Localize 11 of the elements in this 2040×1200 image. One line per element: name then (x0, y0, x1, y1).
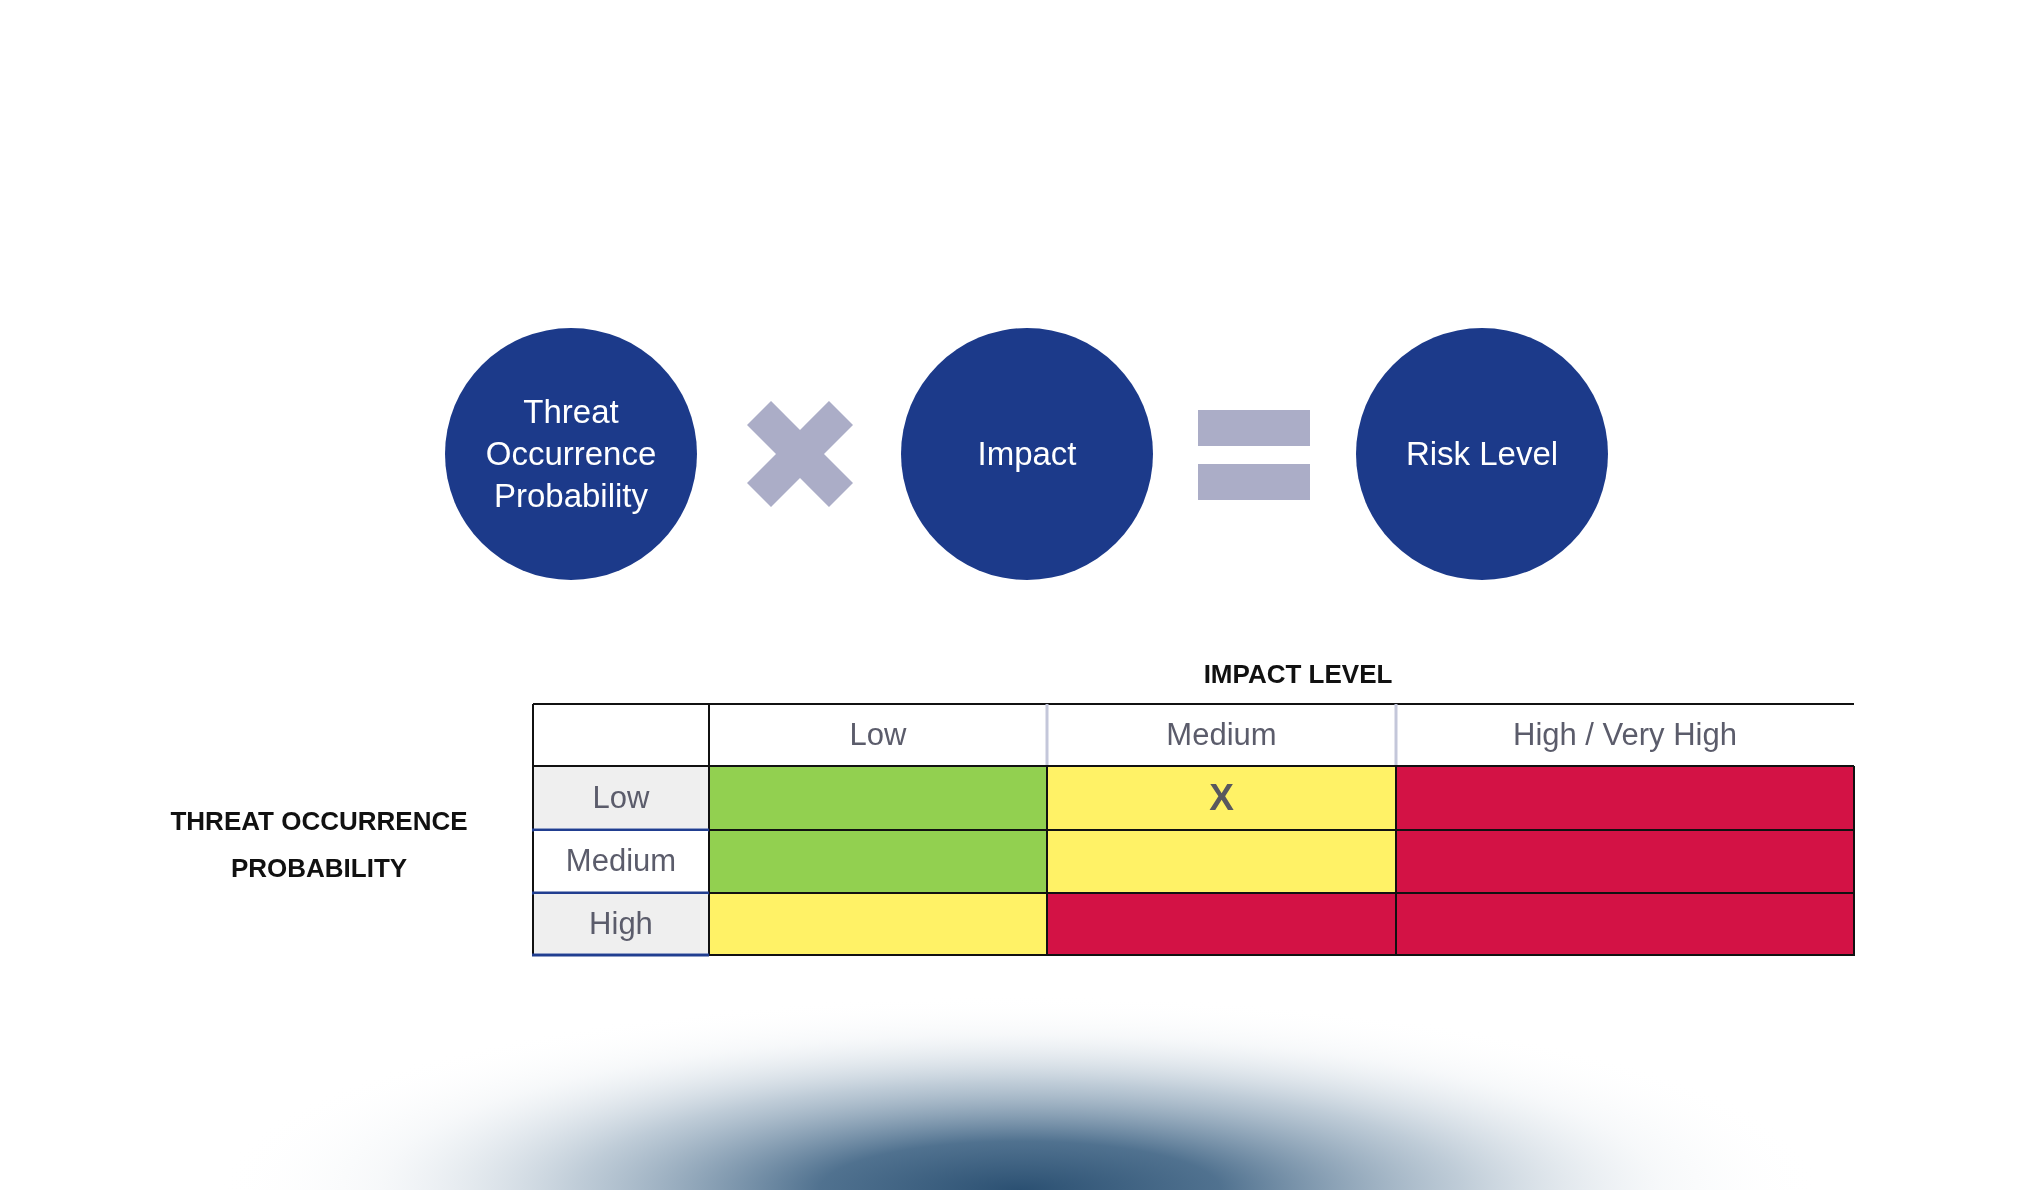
column-header: High / Very High (1513, 716, 1737, 754)
axis-heading: IMPACT LEVEL (1203, 657, 1393, 691)
node-label: Threat Occurrence Probability (485, 392, 657, 516)
risk-marker: X (1209, 778, 1234, 818)
column-header: Low (849, 716, 907, 754)
axis-heading: THREAT OCCURRENCE PROBABILITY (169, 805, 469, 885)
node-label: Impact (977, 434, 1077, 474)
column-header: Medium (1166, 716, 1277, 754)
row-header: High (534, 894, 708, 953)
row-header: Low (534, 767, 708, 828)
node-label: Risk Level (1405, 434, 1559, 474)
